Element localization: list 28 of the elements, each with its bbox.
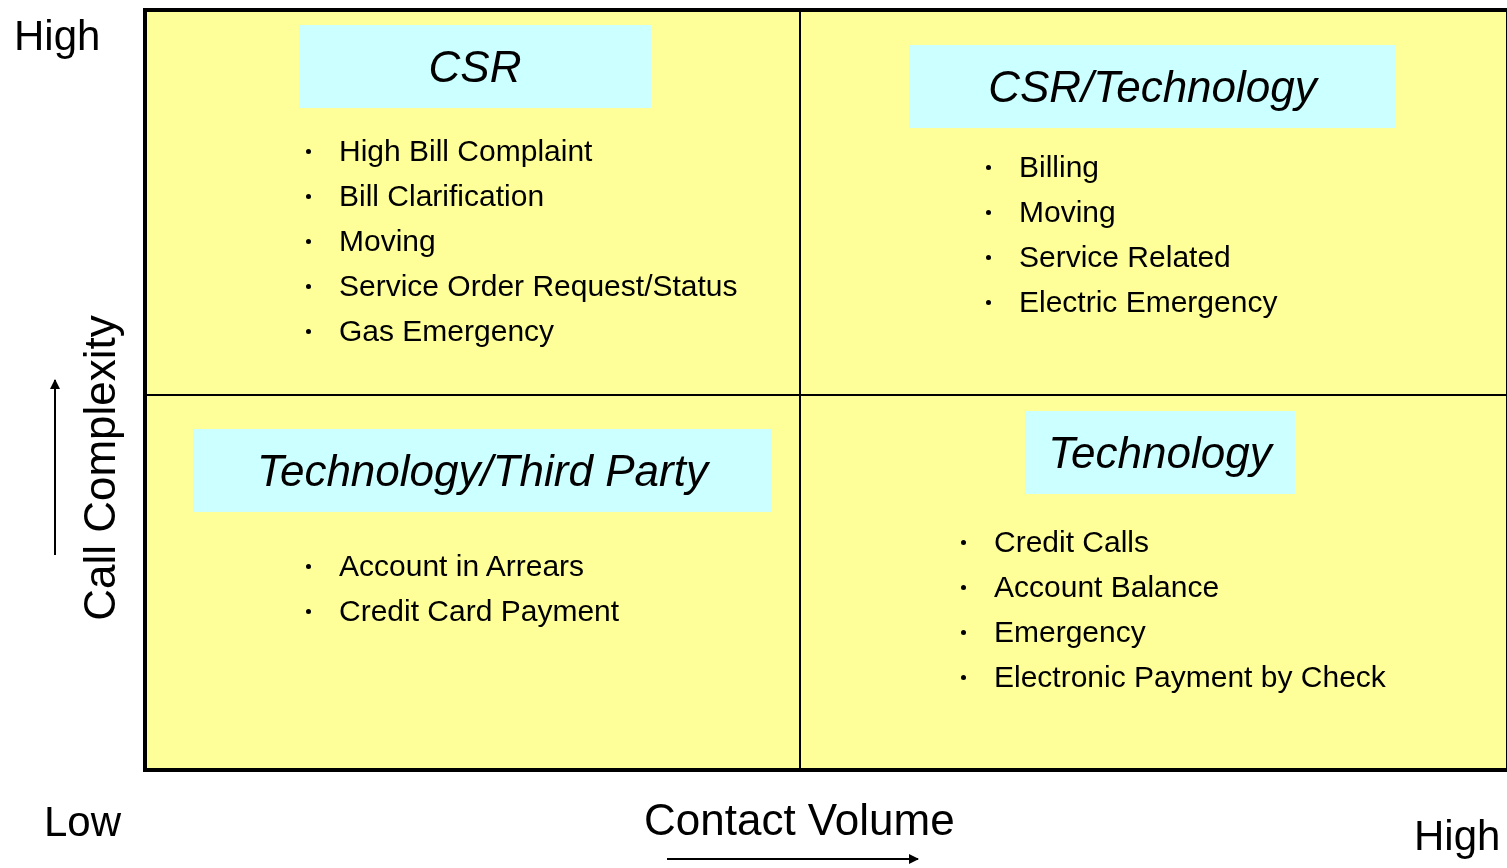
heading-box: Technology: [1025, 411, 1295, 494]
list-item: Service Related: [1019, 239, 1231, 275]
axis-end-label: High: [14, 12, 101, 60]
heading-box: Technology/Third Party: [193, 429, 772, 512]
quadrant-panel: [800, 395, 1507, 770]
list-item: Account Balance: [994, 569, 1220, 605]
list-item: Gas Emergency: [339, 313, 555, 349]
list-item: Moving: [1019, 194, 1116, 230]
list-item: Service Order Request/Status: [339, 268, 738, 304]
quadrant-panel: [145, 10, 800, 395]
list-item: Emergency: [994, 614, 1146, 650]
list-item: Account in Arrears: [339, 548, 585, 584]
heading-box: CSR/Technology: [909, 45, 1396, 128]
list-item: Electric Emergency: [1019, 284, 1278, 320]
axis-title: Call Complexity: [75, 315, 125, 621]
axis-end-label: High: [1414, 812, 1501, 860]
list-item: Credit Calls: [994, 524, 1150, 560]
list-item: Billing: [1019, 149, 1100, 185]
list-item: Electronic Payment by Check: [994, 659, 1386, 695]
list-item: Credit Card Payment: [339, 593, 620, 629]
list-item: High Bill Complaint: [339, 133, 593, 169]
quadrant-panel: [145, 395, 800, 770]
list-item: Moving: [339, 223, 436, 259]
axis-title: Contact Volume: [644, 795, 955, 845]
heading-box: CSR: [299, 25, 651, 108]
axis-end-label: Low: [44, 798, 122, 846]
list-item: Bill Clarification: [339, 178, 545, 214]
quadrant-panel: [800, 10, 1507, 395]
